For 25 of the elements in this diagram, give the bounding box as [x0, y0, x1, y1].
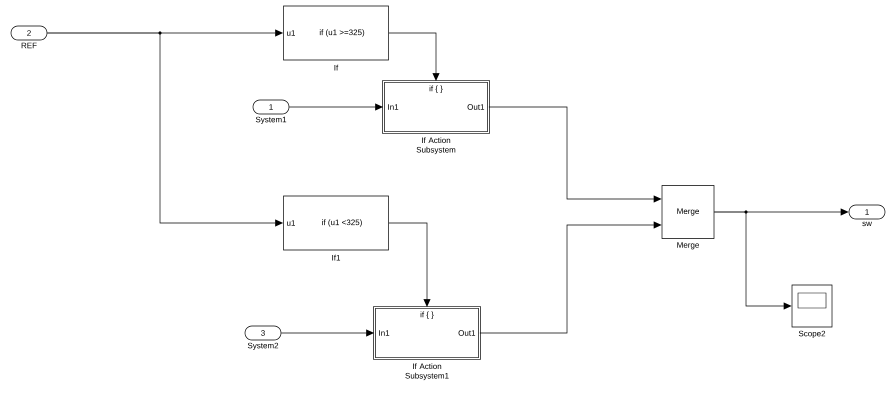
- block-label: If1: [332, 254, 340, 260]
- node-label: if { }: [420, 311, 434, 319]
- node-label: u1: [287, 220, 296, 226]
- block-label: REF: [22, 42, 37, 48]
- block-label: If: [334, 64, 338, 70]
- block-label: If Action Subsystem: [416, 137, 456, 154]
- node-label: if (u1 >=325): [320, 29, 364, 37]
- block-label: System2: [248, 342, 278, 350]
- node-label: if (u1 <325): [322, 219, 362, 227]
- node-label: Out1: [458, 330, 476, 336]
- if-block: u1 if (u1 <325): [283, 196, 389, 250]
- block-label: If Action Subsystem1: [405, 363, 449, 380]
- block-label: Scope2: [798, 330, 826, 338]
- node-label: Out1: [468, 104, 484, 110]
- merge-block: Merge: [662, 185, 714, 239]
- subsystem-block: if { } In1 Out1: [382, 80, 490, 134]
- node-label: In1: [388, 104, 398, 110]
- if-block: u1 if (u1 >=325): [283, 6, 389, 60]
- subsystem-block: if { } In1 Out1: [373, 306, 481, 360]
- node-label: u1: [287, 30, 296, 36]
- block-label: sw: [862, 222, 872, 226]
- block-label: Merge: [677, 242, 699, 250]
- node-label: if { }: [430, 85, 443, 93]
- block-label: System1: [256, 116, 286, 124]
- node-label: In1: [379, 330, 390, 336]
